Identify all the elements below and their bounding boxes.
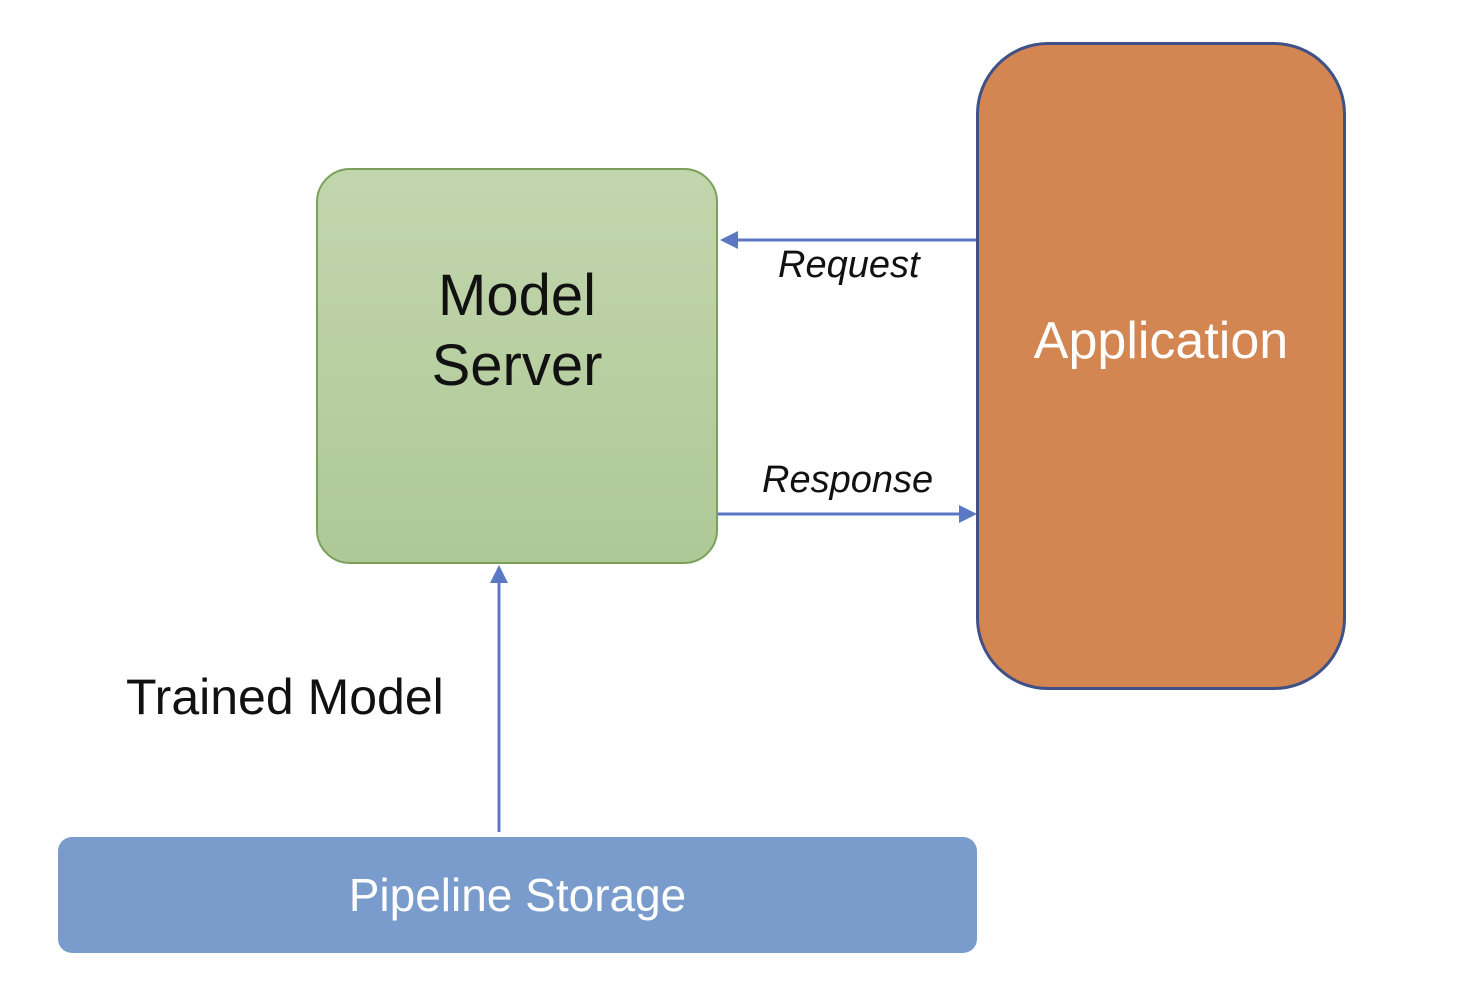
request-label: Request	[778, 244, 920, 286]
pipeline-storage-label: Pipeline Storage	[348, 869, 687, 921]
request-arrowhead	[720, 231, 738, 249]
pipeline-storage-box: Pipeline Storage	[58, 837, 977, 953]
model-server-label: Model Server	[432, 261, 603, 401]
model-server-label-line2: Server	[431, 333, 603, 398]
application-label: Application	[1033, 312, 1289, 370]
model-server-box: Model Server	[316, 168, 718, 564]
trained-model-label: Trained Model	[126, 669, 444, 725]
response-arrowhead	[959, 505, 977, 523]
trained-model-arrowhead	[490, 565, 508, 583]
model-server-label-line1: Model	[438, 263, 596, 328]
application-box: Application	[976, 42, 1346, 690]
response-label: Response	[762, 459, 934, 501]
